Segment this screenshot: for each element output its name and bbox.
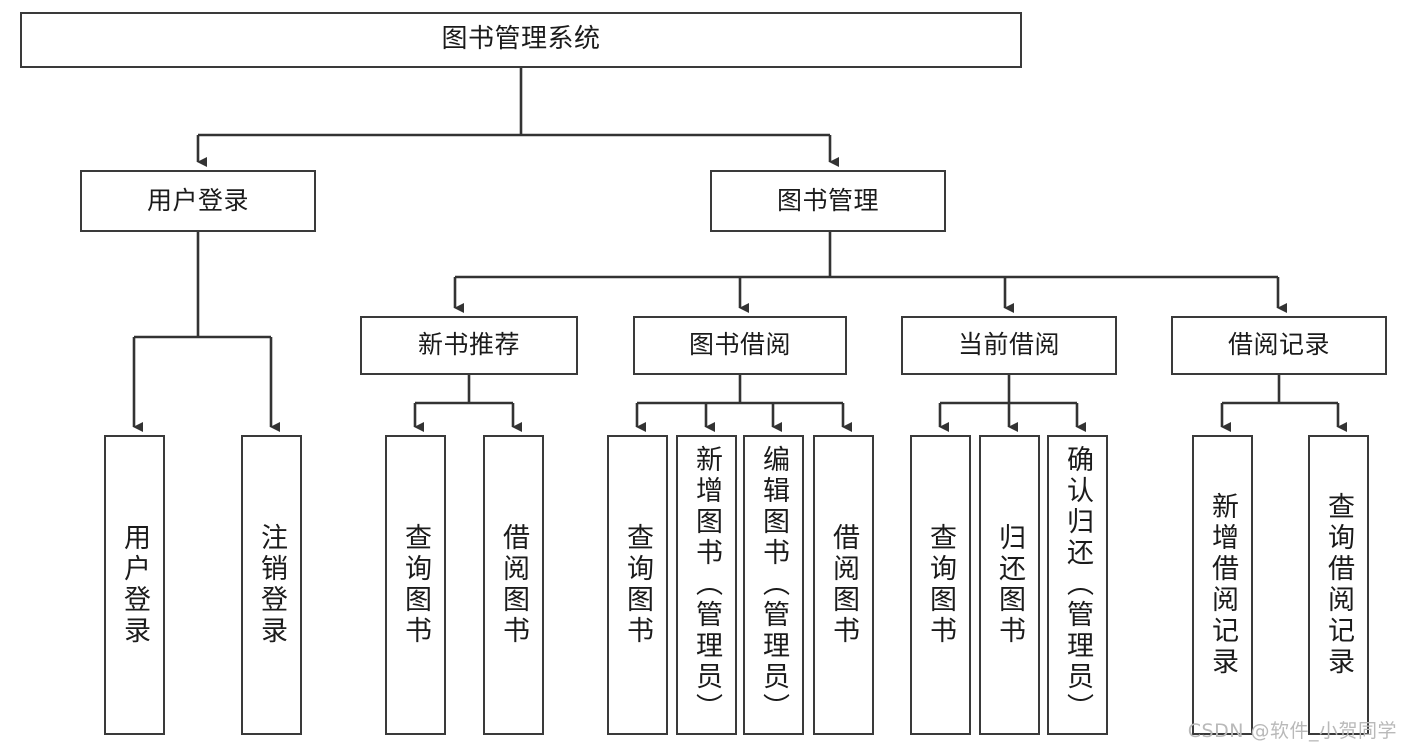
leaf-logout[interactable]: 注销登录 — [241, 435, 302, 735]
csdn-watermark: CSDN @软件_小贺同学 — [1187, 720, 1397, 742]
node-label: 图书管理系统 — [441, 24, 601, 55]
node-label: 查询图书 — [622, 523, 653, 647]
node-label: 查询借阅记录 — [1323, 492, 1354, 678]
node-label: 借阅记录 — [1227, 330, 1330, 360]
node-label: 当前借阅 — [957, 330, 1060, 360]
node-label: 查询图书 — [925, 523, 956, 647]
leaf-query-book-cb[interactable]: 查询图书 — [910, 435, 971, 735]
node-borrowing-record[interactable]: 借阅记录 — [1171, 316, 1387, 375]
node-label: 编辑图书（管理员） — [758, 445, 789, 724]
node-label: 归还图书 — [994, 523, 1025, 647]
leaf-confirm-return-admin[interactable]: 确认归还（管理员） — [1047, 435, 1108, 735]
leaf-borrow-book-bb[interactable]: 借阅图书 — [813, 435, 874, 735]
leaf-user-login[interactable]: 用户登录 — [104, 435, 165, 735]
node-label: 确认归还（管理员） — [1062, 445, 1093, 724]
node-label: 新书推荐 — [417, 330, 520, 360]
leaf-query-borrow-record[interactable]: 查询借阅记录 — [1308, 435, 1369, 735]
node-label: 借阅图书 — [828, 523, 859, 647]
node-label: 新增图书（管理员） — [691, 445, 722, 724]
node-label: 用户登录 — [146, 185, 249, 215]
leaf-add-book-admin[interactable]: 新增图书（管理员） — [676, 435, 737, 735]
leaf-return-book[interactable]: 归还图书 — [979, 435, 1040, 735]
node-label: 新增借阅记录 — [1207, 492, 1238, 678]
node-new-book-recommendation[interactable]: 新书推荐 — [360, 316, 578, 375]
leaf-query-book-nbr[interactable]: 查询图书 — [385, 435, 446, 735]
node-root-book-management-system[interactable]: 图书管理系统 — [20, 12, 1022, 68]
node-current-borrowing[interactable]: 当前借阅 — [901, 316, 1117, 375]
leaf-edit-book-admin[interactable]: 编辑图书（管理员） — [743, 435, 804, 735]
node-label: 用户登录 — [119, 523, 150, 647]
node-label: 图书管理 — [776, 185, 879, 215]
node-label: 查询图书 — [400, 523, 431, 647]
leaf-query-book-bb[interactable]: 查询图书 — [607, 435, 668, 735]
node-label: 注销登录 — [256, 523, 287, 647]
node-user-login[interactable]: 用户登录 — [80, 170, 316, 232]
leaf-borrow-book-nbr[interactable]: 借阅图书 — [483, 435, 544, 735]
node-label: 借阅图书 — [498, 523, 529, 647]
node-book-borrowing[interactable]: 图书借阅 — [633, 316, 847, 375]
leaf-add-borrow-record[interactable]: 新增借阅记录 — [1192, 435, 1253, 735]
node-book-management[interactable]: 图书管理 — [710, 170, 946, 232]
node-label: 图书借阅 — [688, 330, 791, 360]
